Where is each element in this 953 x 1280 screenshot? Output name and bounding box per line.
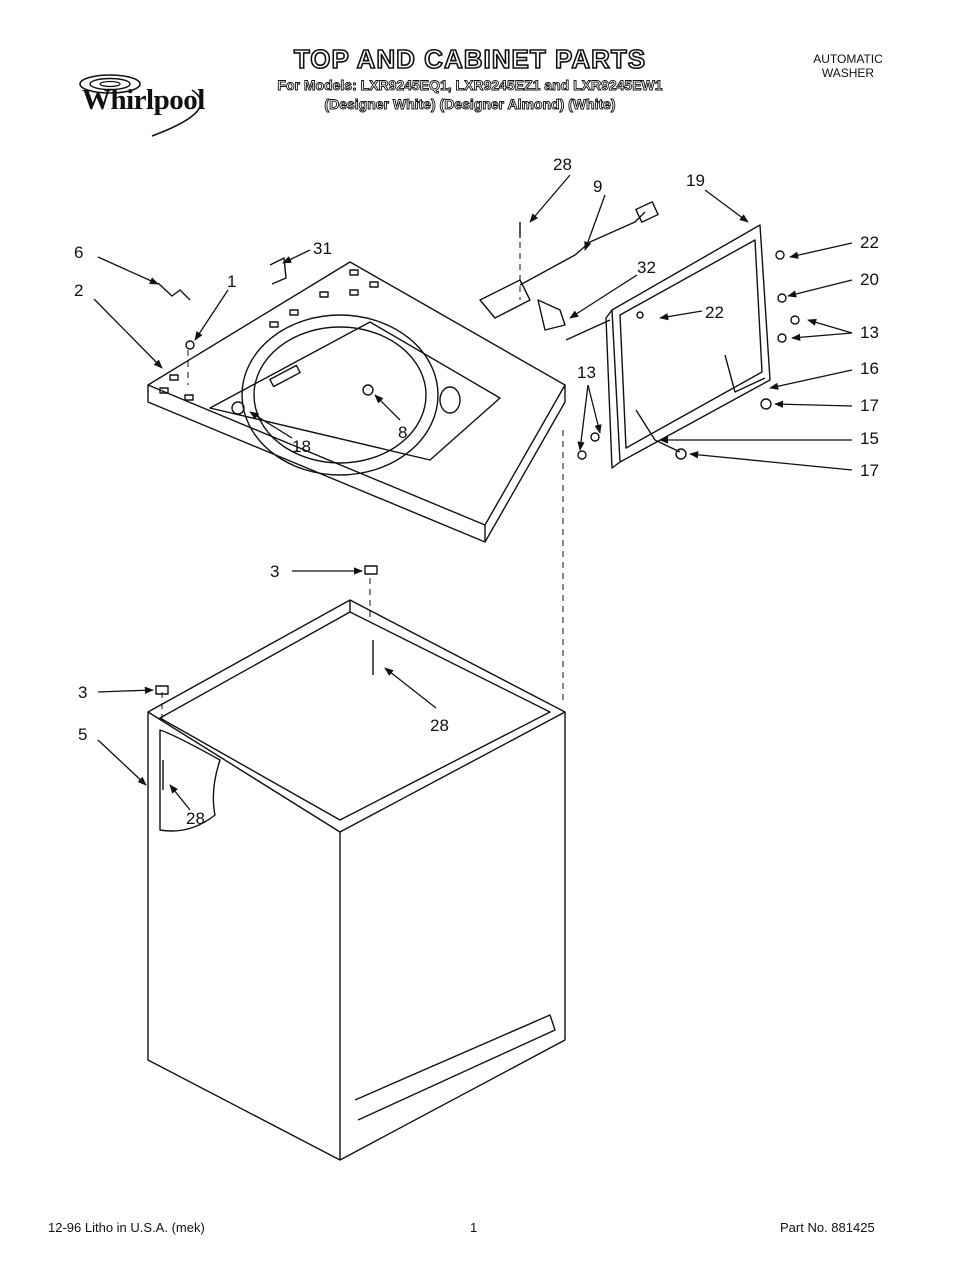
callout-28-inner: 28 [186, 809, 205, 828]
callout-3-lower: 3 [78, 683, 87, 702]
page-title: TOP AND CABINET PARTS [293, 43, 647, 75]
lid-switch-harness [479, 201, 659, 331]
callout-13-right: 13 [860, 323, 879, 342]
callout-32: 32 [637, 258, 656, 277]
callout-13-left: 13 [577, 363, 596, 382]
callout-2-top-panel: 2 [74, 281, 83, 300]
callout-16: 16 [860, 359, 879, 378]
top-panel [147, 261, 566, 543]
callout-5-cabinet: 5 [78, 725, 87, 744]
callout-20: 20 [860, 270, 879, 289]
callout-28-cabinet: 28 [430, 716, 449, 735]
part-number: Part No. 881425 [780, 1220, 875, 1235]
callout-19-console: 19 [686, 171, 705, 190]
callout-17-upper: 17 [860, 396, 879, 415]
cabinet [147, 599, 566, 1161]
callout-3-upper: 3 [270, 562, 279, 581]
callout-28-screw: 28 [553, 155, 572, 174]
callout-1: 1 [227, 272, 236, 291]
callout-22-left: 22 [705, 303, 724, 322]
callout-17-lower: 17 [860, 461, 879, 480]
console-frame [565, 224, 771, 469]
leader-arrows [93, 174, 853, 811]
callout-31: 31 [313, 239, 332, 258]
callout-15: 15 [860, 429, 879, 448]
product-line-2: WASHER [821, 66, 875, 80]
colors-line: (Designer White) (Designer Almond) (Whit… [324, 96, 616, 113]
callout-6: 6 [74, 243, 83, 262]
assembly-guides [161, 242, 564, 720]
page-number: 1 [470, 1220, 478, 1235]
product-type: AUTOMATIC WASHER [788, 52, 908, 80]
models-line: For Models: LXR9245EQ1, LXR9245EZ1 and L… [277, 77, 663, 94]
callout-9-lid-switch: 9 [593, 177, 602, 196]
small-parts [155, 222, 800, 790]
whirlpool-logo [79, 74, 202, 137]
exploded-parts-diagram: 28 9 19 6 31 1 2 32 22 22 20 13 13 16 17… [74, 155, 879, 1161]
product-line-1: AUTOMATIC [813, 52, 883, 66]
callout-8: 8 [398, 423, 407, 442]
callout-18: 18 [292, 437, 311, 456]
litho-note: 12-96 Litho in U.S.A. (mek) [48, 1220, 205, 1235]
callout-22-right: 22 [860, 233, 879, 252]
brand-name: Whirlpool [82, 84, 205, 116]
